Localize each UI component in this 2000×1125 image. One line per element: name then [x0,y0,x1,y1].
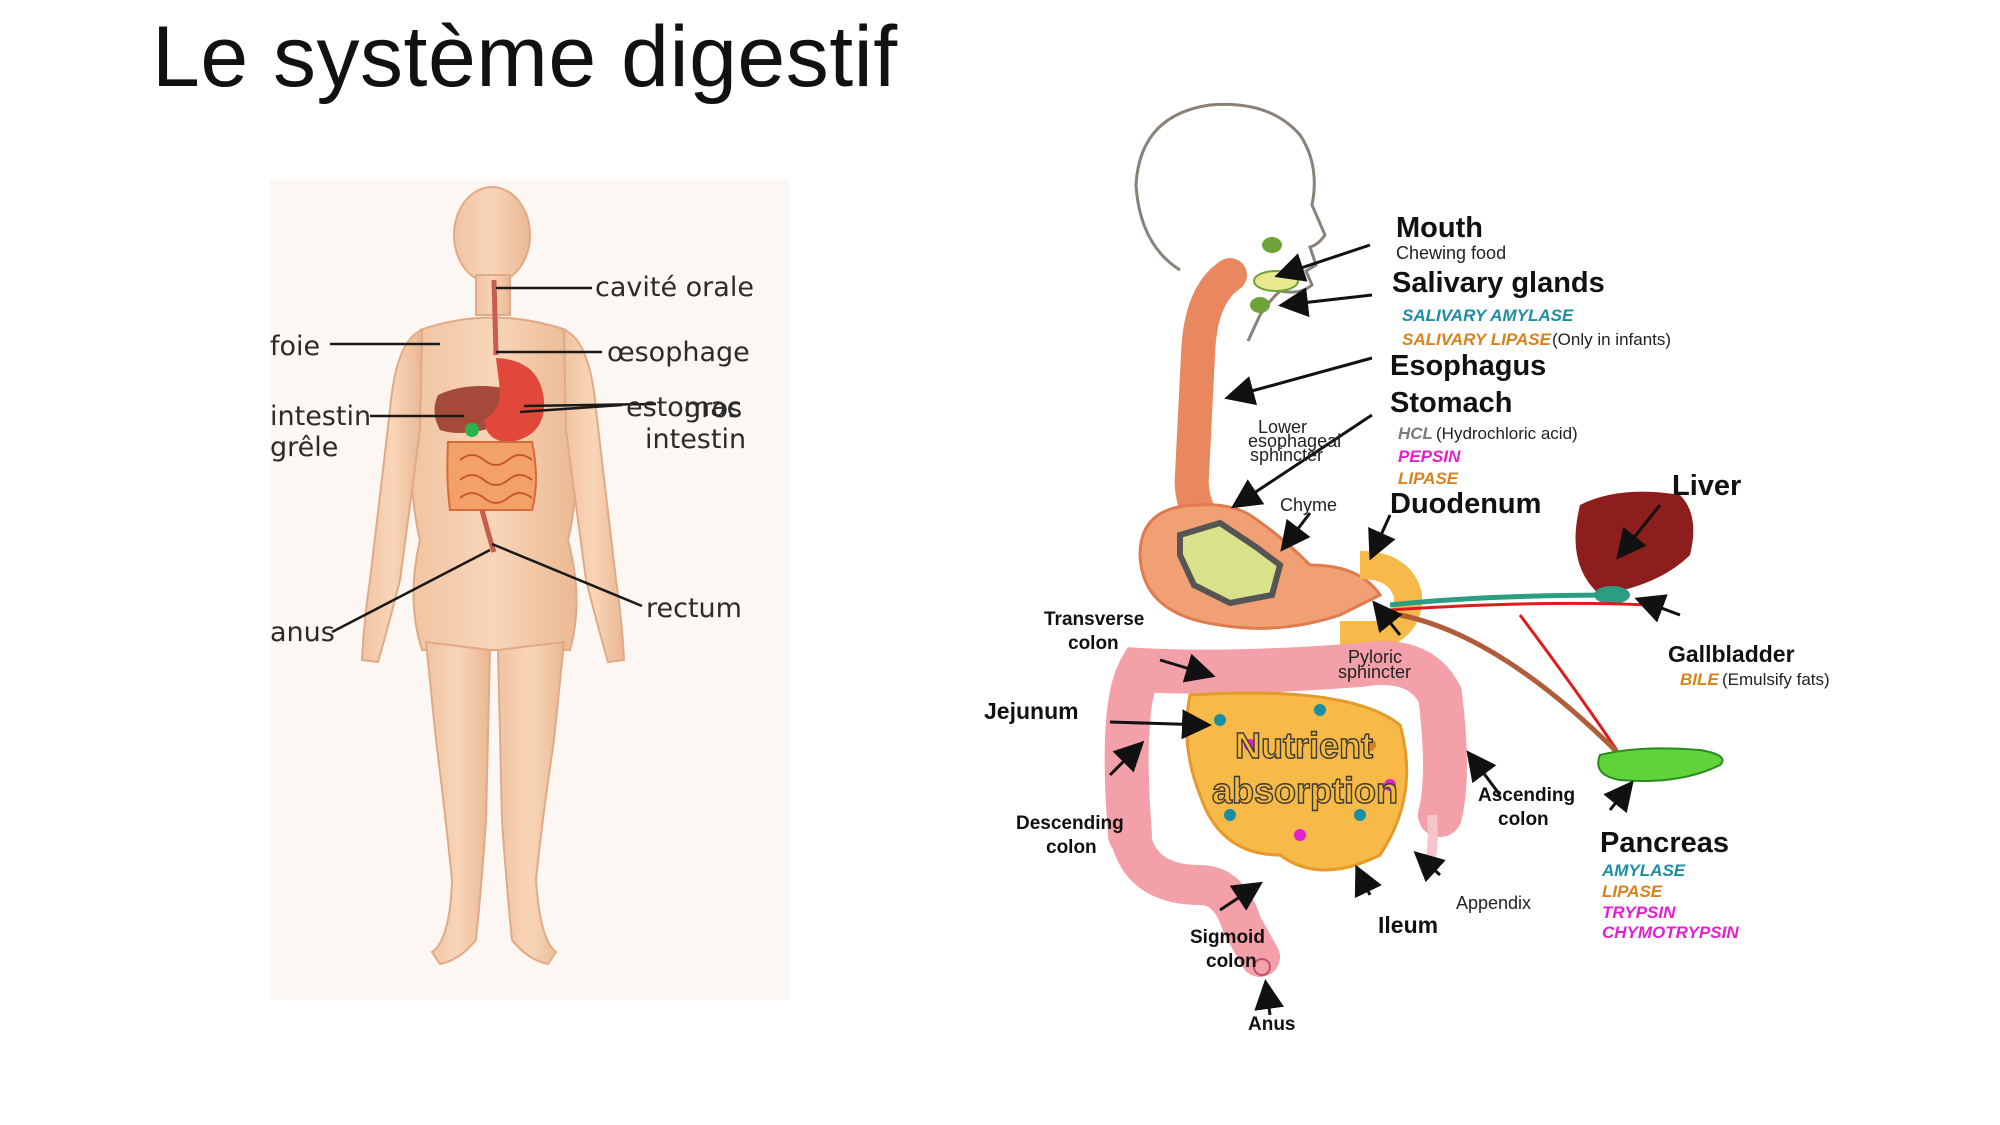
label-mouth-note: Chewing food [1396,243,1506,263]
label-hcl: HCL [1398,424,1433,443]
label-salivary-lipase-note: (Only in infants) [1552,330,1671,349]
esophagus-tube [1174,258,1247,532]
label-foie: foie [270,331,320,362]
label-gallbladder: Gallbladder [1668,641,1795,667]
label-pancreas-lipase: LIPASE [1602,882,1663,901]
label-descending-colon-line2: colon [1046,837,1097,858]
right-digestive-diagram: Mouth Chewing food Salivary glands SALIV… [980,95,1880,1055]
label-rectum: rectum [646,593,742,624]
esophagus-shape [491,279,499,356]
label-intestin-grele-line1: intestin [270,401,371,432]
label-sigmoid-colon-line1: Sigmoid [1190,927,1265,948]
liver-organ [1575,491,1694,595]
label-intestin-grele-line2: grêle [270,432,338,463]
label-transverse-colon-line2: colon [1068,633,1119,654]
chyme-mass [1177,519,1284,607]
blood-vessel [1389,601,1651,756]
label-ascending-colon-line2: colon [1498,809,1549,830]
small-intestine [1185,691,1409,872]
label-les-line3: sphincter [1250,445,1323,465]
salivary-gland-shapes [1250,237,1299,313]
intestines-shape [446,441,537,553]
label-bile: BILE [1680,670,1719,689]
label-ascending-colon-line1: Ascending [1478,785,1575,806]
label-mouth: Mouth [1396,212,1483,244]
bile-duct [1389,592,1621,608]
stomach-shape [484,358,545,442]
nutrient-dots [1214,704,1396,841]
label-gros-intestin-line2: intestin [645,424,746,455]
label-anus-right: Anus [1248,1014,1296,1035]
digestive-diagram: Mouth Chewing food Salivary glands SALIV… [984,102,1830,1035]
pointer-arrows [1108,243,1681,1016]
label-les-line1: Lower [1258,417,1307,437]
label-cavite-orale: cavité orale [595,272,754,303]
label-chymotrypsin: CHYMOTRYPSIN [1602,923,1739,942]
label-liver: Liver [1672,470,1741,502]
label-salivary-lipase: SALIVARY LIPASE [1402,330,1552,349]
head-outline [1134,102,1327,342]
label-stomach-lipase: LIPASE [1398,469,1459,488]
body-diagram: cavité orale œsophage foie estomac intes… [270,180,790,1000]
label-oesophage: œsophage [607,337,750,368]
pancreas-organ [1597,747,1724,782]
label-appendix: Appendix [1456,893,1531,913]
label-hcl-note: (Hydrochloric acid) [1436,424,1578,443]
label-nutrient: Nutrient [1235,725,1373,766]
label-jejunum: Jejunum [984,698,1079,724]
label-trypsin: TRYPSIN [1602,903,1676,922]
label-esophagus: Esophagus [1390,350,1546,382]
label-les-line2: esophageal [1248,431,1341,451]
label-sigmoid-colon-line2: colon [1206,951,1257,972]
label-pancreas-amylase: AMYLASE [1601,861,1686,880]
label-chyme: Chyme [1280,495,1337,515]
label-absorption: absorption [1212,770,1398,811]
gallbladder-shape [465,423,479,437]
label-pyloric-line2: sphincter [1338,662,1411,682]
label-bile-note: (Emulsify fats) [1722,670,1830,689]
label-pyloric-line1: Pyloric [1348,647,1402,667]
label-anus: anus [270,617,335,648]
label-descending-colon-line1: Descending [1016,813,1124,834]
slide-title: Le système digestif [152,9,898,105]
left-body-figure: cavité orale œsophage foie estomac intes… [250,180,810,1000]
label-duodenum: Duodenum [1390,488,1541,520]
leader-lines [330,286,657,634]
label-stomach: Stomach [1390,387,1512,419]
label-pancreas: Pancreas [1600,827,1729,859]
anus-opening [1253,958,1271,976]
pancreatic-duct [1399,612,1622,757]
label-transverse-colon-line1: Transverse [1044,609,1144,630]
label-ileum: Ileum [1378,912,1438,938]
label-pepsin: PEPSIN [1398,447,1461,466]
label-salivary-amylase: SALIVARY AMYLASE [1402,306,1574,325]
colon-tube [1104,641,1467,857]
label-estomac: estomac [626,392,741,423]
label-gros-intestin-line1: gros [684,393,742,424]
label-salivary-glands: Salivary glands [1392,267,1605,299]
